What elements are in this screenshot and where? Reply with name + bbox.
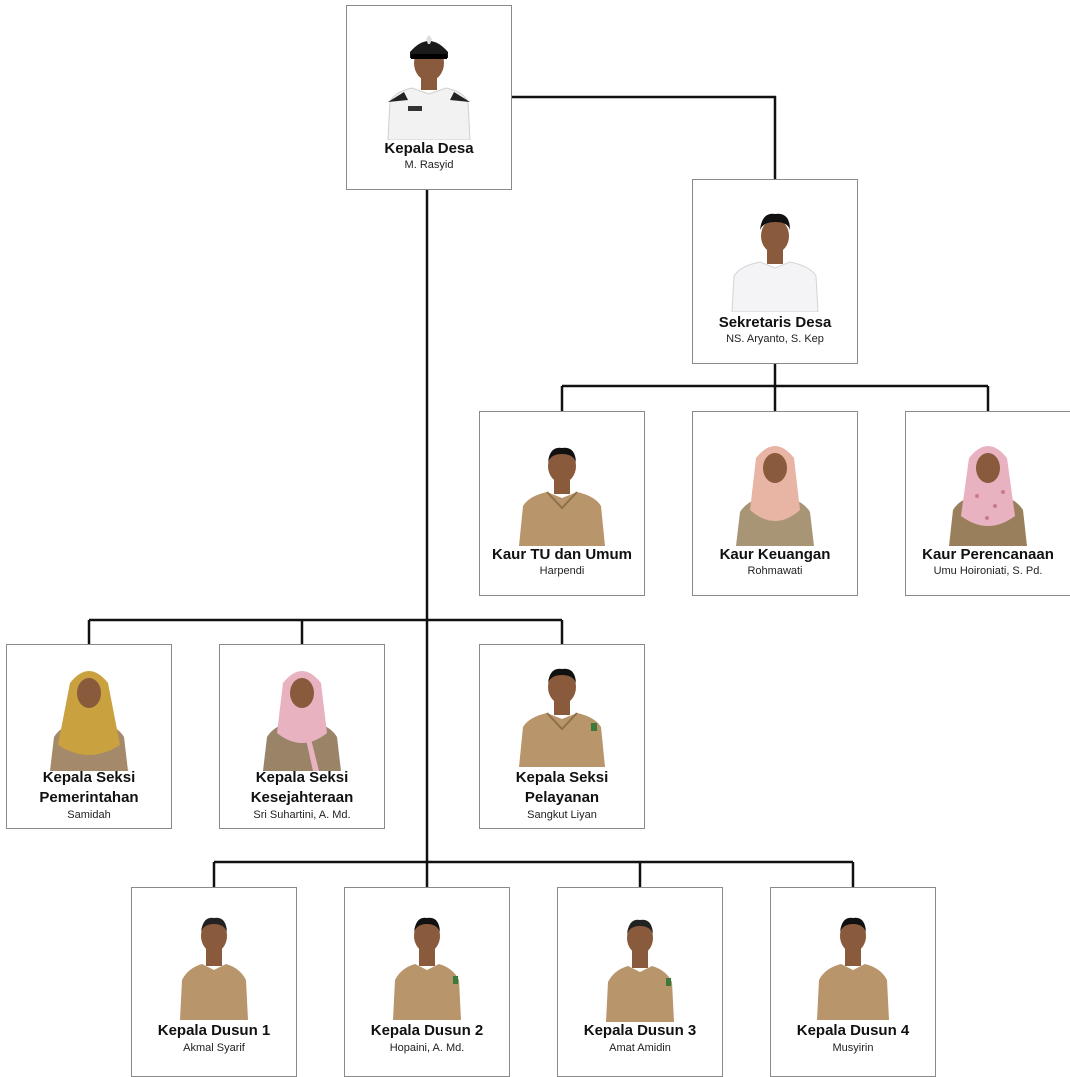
dusun-1-photo bbox=[180, 917, 248, 1020]
dusun-card: Kepala Dusun 4 Musyirin bbox=[770, 887, 936, 1077]
dusun-card: Kepala Dusun 3 Amat Amidin bbox=[557, 887, 723, 1077]
dusun-card: Kepala Dusun 1 Akmal Syarif bbox=[131, 887, 297, 1077]
kasi-name: Sri Suhartini, A. Md. bbox=[253, 809, 351, 821]
kasi-name: Samidah bbox=[67, 809, 111, 821]
dusun-role: Kepala Dusun 2 bbox=[370, 1022, 484, 1039]
dusun-card: Kepala Dusun 2 Hopaini, A. Md. bbox=[344, 887, 510, 1077]
dusun-2-photo bbox=[393, 917, 461, 1020]
kaur-name: Harpendi bbox=[539, 565, 585, 577]
kaur-name: Umu Hoironiati, S. Pd. bbox=[933, 565, 1043, 577]
kaur-perencanaan-photo bbox=[949, 446, 1027, 546]
kasi-role-line2: Kesejahteraan bbox=[250, 789, 354, 806]
kasi-card: Kepala Seksi Kesejahteraan Sri Suhartini… bbox=[219, 644, 385, 829]
sekretaris-desa-name: NS. Aryanto, S. Kep bbox=[726, 333, 824, 345]
kaur-card: Kaur TU dan Umum Harpendi bbox=[479, 411, 645, 596]
kaur-role: Kaur Perencanaan bbox=[922, 546, 1054, 563]
dusun-name: Akmal Syarif bbox=[183, 1042, 245, 1054]
dusun-name: Amat Amidin bbox=[609, 1042, 671, 1054]
kepala-desa-card: Kepala Desa M. Rasyid bbox=[346, 5, 512, 190]
kasi-pelayanan-photo bbox=[519, 668, 605, 767]
kasi-role-line2: Pemerintahan bbox=[39, 789, 139, 806]
sekretaris-desa-role: Sekretaris Desa bbox=[718, 314, 832, 331]
dusun-3-photo bbox=[606, 919, 674, 1022]
kepala-desa-role: Kepala Desa bbox=[384, 140, 474, 157]
dusun-name: Hopaini, A. Md. bbox=[389, 1042, 465, 1054]
kaur-role: Kaur TU dan Umum bbox=[491, 546, 632, 563]
sekretaris-desa-card: Sekretaris Desa NS. Aryanto, S. Kep bbox=[692, 179, 858, 364]
kaur-card: Kaur Keuangan Rohmawati bbox=[692, 411, 858, 596]
kasi-kesejahteraan-photo bbox=[263, 671, 341, 771]
kepala-desa-photo bbox=[387, 35, 471, 140]
kasi-role-line1: Kepala Seksi bbox=[515, 769, 609, 786]
kasi-pemerintahan-photo bbox=[50, 671, 128, 771]
kasi-role-line2: Pelayanan bbox=[524, 789, 600, 806]
kaur-card: Kaur Perencanaan Umu Hoironiati, S. Pd. bbox=[905, 411, 1070, 596]
kaur-tu-photo bbox=[519, 447, 605, 546]
sekretaris-desa-photo bbox=[731, 213, 819, 312]
dusun-name: Musyirin bbox=[832, 1042, 874, 1054]
kasi-card: Kepala Seksi Pemerintahan Samidah bbox=[6, 644, 172, 829]
kasi-role-line1: Kepala Seksi bbox=[42, 769, 136, 786]
sekretaris-connector bbox=[512, 95, 777, 180]
kaur-keuangan-photo bbox=[736, 446, 814, 546]
kaur-name: Rohmawati bbox=[747, 565, 803, 577]
kaur-role: Kaur Keuangan bbox=[719, 546, 831, 563]
dusun-role: Kepala Dusun 3 bbox=[583, 1022, 697, 1039]
dusun-4-photo bbox=[817, 917, 889, 1020]
dusun-role: Kepala Dusun 4 bbox=[796, 1022, 910, 1039]
kepala-desa-name: M. Rasyid bbox=[404, 159, 454, 171]
dusun-role: Kepala Dusun 1 bbox=[157, 1022, 271, 1039]
kasi-role-line1: Kepala Seksi bbox=[255, 769, 349, 786]
kasi-card: Kepala Seksi Pelayanan Sangkut Liyan bbox=[479, 644, 645, 829]
kasi-name: Sangkut Liyan bbox=[527, 809, 597, 821]
